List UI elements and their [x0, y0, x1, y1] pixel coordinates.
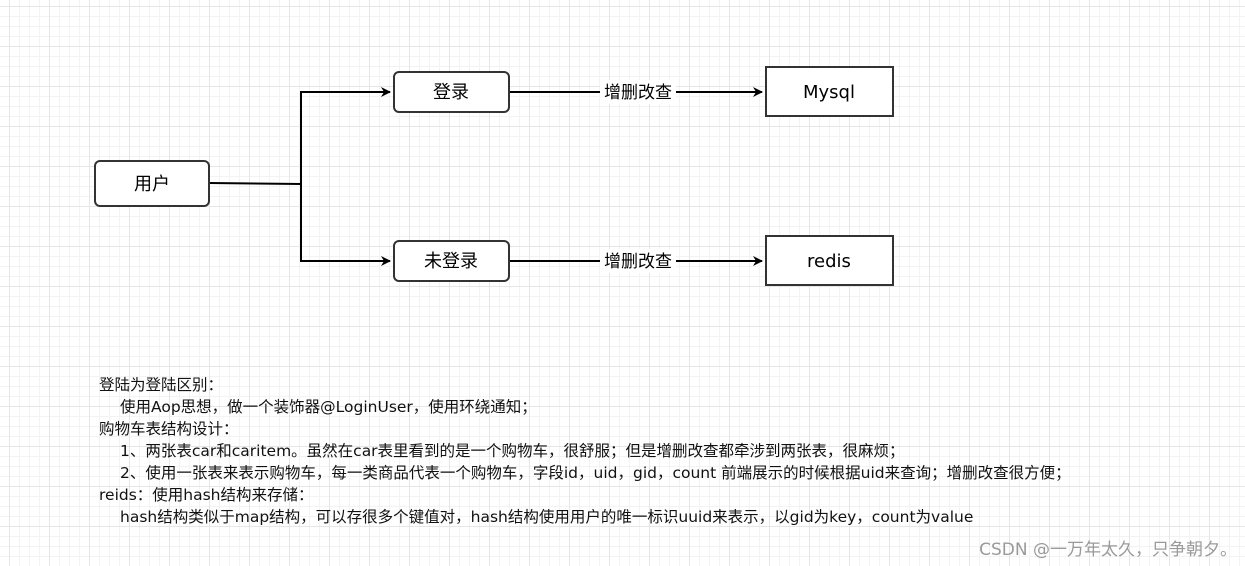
edge-label-login-to-mysql: 增删改查 [604, 83, 672, 103]
node-redis[interactable]: redis [765, 235, 894, 286]
note-line: 登陆为登陆区别： [99, 376, 224, 394]
note-line: hash结构类似于map结构，可以存很多个键值对，hash结构使用用户的唯一标识… [120, 508, 974, 526]
edge-branch-to-not-login [300, 184, 391, 266]
node-redis-label: redis [807, 251, 851, 272]
edge-user-to-branch [208, 182, 302, 185]
note-line: 1、两张表car和caritem。虽然在car表里看到的是一个购物车，很舒服；但… [120, 442, 905, 460]
edge-label-not-login-to-redis: 增删改查 [604, 252, 672, 272]
node-mysql[interactable]: Mysql [765, 66, 894, 117]
note-line: 购物车表结构设计： [99, 420, 239, 438]
notes-block: 登陆为登陆区别： 使用Aop思想，做一个装饰器@LoginUser，使用环绕通知… [99, 374, 1239, 528]
note-line: 2、使用一张表来表示购物车，每一类商品代表一个购物车，字段id，uid，gid，… [120, 464, 1071, 482]
edge-branch-to-login [300, 87, 391, 184]
node-user-label: 用户 [134, 174, 170, 195]
csdn-watermark: CSDN @一万年太久，只争朝夕。 [979, 540, 1237, 560]
node-not-login[interactable]: 未登录 [393, 240, 510, 282]
node-login-label: 登录 [433, 82, 469, 103]
edge-label-bg-redis [600, 249, 676, 273]
note-line: reids：使用hash结构来存储： [99, 486, 314, 504]
note-line: 使用Aop思想，做一个装饰器@LoginUser，使用环绕通知； [120, 398, 537, 416]
node-user[interactable]: 用户 [94, 160, 210, 207]
node-not-login-label: 未登录 [424, 251, 478, 272]
edge-label-bg-mysql [600, 80, 676, 104]
node-mysql-label: Mysql [803, 82, 855, 103]
node-login[interactable]: 登录 [393, 71, 510, 113]
